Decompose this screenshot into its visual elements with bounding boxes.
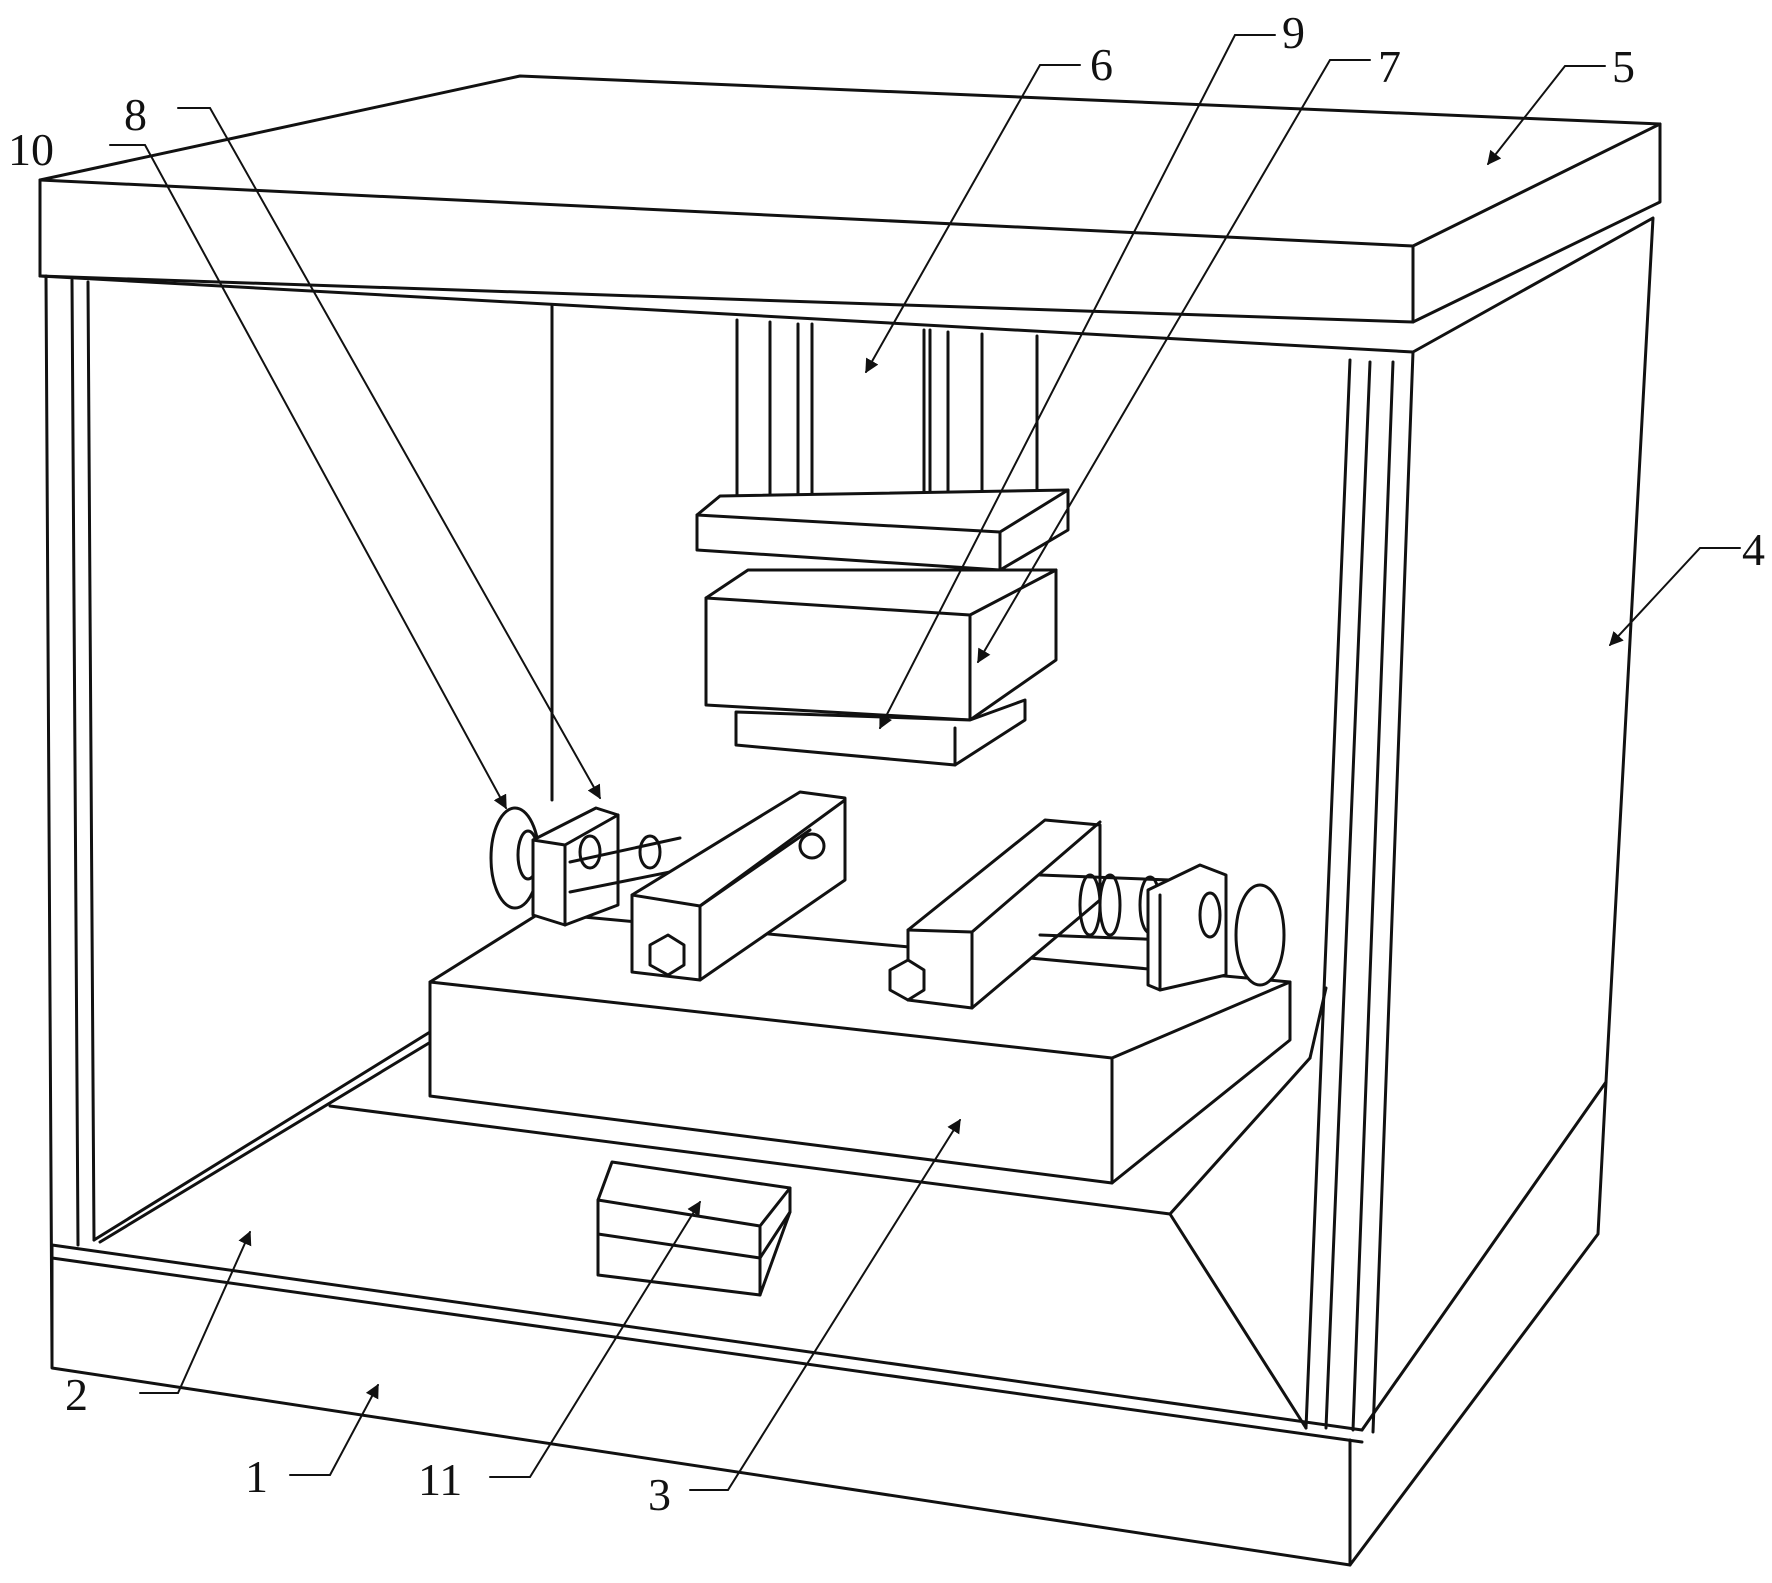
frame-columns	[44, 274, 1415, 1434]
label-4: 4	[1742, 524, 1765, 575]
label-2: 2	[65, 1369, 88, 1420]
label-7: 7	[1378, 41, 1401, 92]
label-11: 11	[418, 1454, 462, 1505]
top-plate	[38, 74, 1662, 354]
work-table	[428, 911, 1292, 1185]
right-clamp	[888, 818, 1286, 1010]
label-8: 8	[124, 89, 147, 140]
label-6: 6	[1090, 39, 1113, 90]
label-1: 1	[245, 1451, 268, 1502]
press-head-7	[704, 568, 1058, 722]
left-clamp	[489, 790, 847, 982]
side-panel	[1348, 216, 1655, 1567]
leader-lines	[109, 34, 1741, 1491]
mount-plate	[695, 488, 1070, 599]
control-box	[596, 1160, 792, 1297]
label-9: 9	[1282, 7, 1305, 58]
press-die-9	[734, 698, 1027, 767]
label-10: 10	[8, 124, 54, 175]
floor-area	[92, 986, 1328, 1430]
label-5: 5	[1612, 41, 1635, 92]
base	[50, 1243, 1364, 1567]
label-3: 3	[648, 1469, 671, 1520]
